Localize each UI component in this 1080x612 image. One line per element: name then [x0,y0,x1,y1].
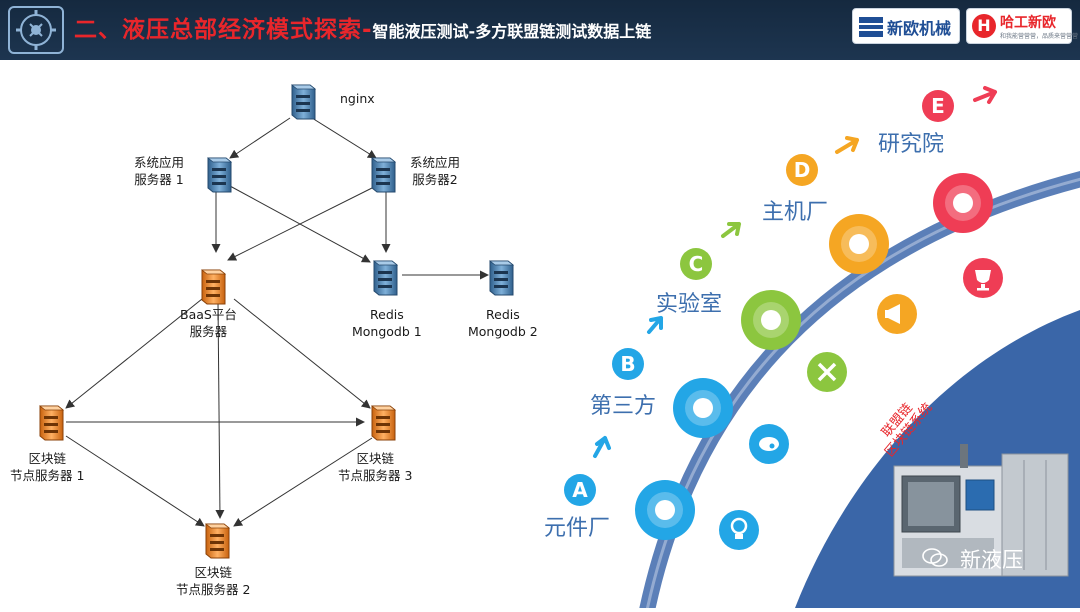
brand-xinou-logo: 新欧机械 [852,8,960,44]
stage-node-e [933,173,993,233]
page-title: 二、液压总部经济模式探索-智能液压测试-多方联盟链测试数据上链 [74,14,651,48]
diagram-svg [39,84,514,559]
stage-node-b [673,378,733,438]
stage-name-a: 元件厂 [544,516,611,541]
label-bc3-line1: 区块链 [356,451,394,466]
edge-baas-bc1 [65,298,203,409]
stage-letter-b: B [612,348,644,380]
title-sub: 智能液压测试-多方联盟链测试数据上链 [372,22,652,41]
edge-nginx-app2 [311,117,377,159]
brand2-tagline: 和我能营营营，品质来营营营 [1000,33,1079,40]
label-redis2-line1: Redis [486,307,520,322]
edge-bc1-bc2 [65,435,205,527]
brand2-text: 哈工新欧 [1000,15,1056,31]
stage-node-d [829,214,889,274]
roadmap-svg [593,86,1080,608]
alliance-label-box [850,323,960,441]
edge-bc3-bc2 [233,437,373,527]
label-app2: 系统应用 服务器2 [410,154,460,188]
edge-baas-bc2 [215,301,225,519]
label-bc2-line1: 区块链 [194,565,232,580]
network-diagram: nginx 系统应用 服务器 1 系统应用 服务器2 BaaS平台 服务器 Re… [0,74,545,608]
label-bc2-line2: 节点服务器 2 [176,582,251,597]
label-app2-line2: 服务器2 [412,172,458,187]
arrow-d-icon [835,136,859,154]
stage-node-c [741,290,801,350]
label-app1-line2: 服务器 1 [134,172,184,187]
hydraulic-logo-icon [8,6,64,54]
label-redis2: Redis Mongodb 2 [468,306,538,340]
server-baas-icon [201,269,226,305]
brand-hagong-logo: H 哈工新欧 和我能营营营，品质来营营营 [966,8,1078,44]
arrow-b-icon [647,316,663,334]
label-bc1-line1: 区块链 [28,451,66,466]
server-bc2-icon [205,523,230,559]
label-bc1-line2: 节点服务器 1 [10,468,85,483]
edge-baas-bc3 [233,298,371,409]
hagong-h-icon: H [972,14,996,38]
label-bc3-line2: 节点服务器 3 [338,468,413,483]
lightbulb-icon [719,510,759,550]
megaphone-icon [877,294,917,334]
brand1-text: 新欧机械 [887,19,952,38]
stage-name-b: 第三方 [590,394,657,419]
stage-name-c: 实验室 [656,292,723,317]
label-bc2: 区块链 节点服务器 2 [176,564,250,598]
arrow-c-icon [721,222,741,238]
arrow-a-icon [593,436,611,458]
stage-name-e: 研究院 [878,132,945,157]
label-baas-line2: 服务器 [189,324,228,339]
tools-icon [807,352,847,392]
header-bar: 二、液压总部经济模式探索-智能液压测试-多方联盟链测试数据上链 新欧机械 H 哈… [0,0,1080,60]
label-baas-line1: BaaS平台 [180,307,237,322]
label-bc3: 区块链 节点服务器 3 [338,450,412,484]
label-app1: 系统应用 服务器 1 [134,154,184,188]
server-nginx-icon [291,84,316,120]
server-redis1-icon [373,260,398,296]
edge-nginx-app1 [229,117,291,159]
server-app2-icon [371,157,396,193]
label-redis1-line2: Mongodb 1 [352,324,422,339]
label-app1-line1: 系统应用 [134,155,185,170]
palette-icon [749,424,789,464]
label-baas: BaaS平台 服务器 [180,306,237,340]
stage-letter-e: E [922,90,954,122]
label-redis2-line2: Mongodb 2 [468,324,538,339]
label-bc1: 区块链 节点服务器 1 [10,450,84,484]
diagram-edges [65,117,489,527]
edge-app2-baas [227,185,377,261]
stage-name-d: 主机厂 [762,200,829,225]
stage-node-a [635,480,695,540]
stage-letter-d: D [786,154,818,186]
xinou-mark-icon [859,17,883,37]
roadmap-panel [545,60,1080,608]
arrow-e-icon [973,86,997,104]
label-nginx: nginx [340,91,375,106]
server-app1-icon [207,157,232,193]
label-redis1: Redis Mongodb 1 [352,306,422,340]
trophy-icon [963,258,1003,298]
test-machine-image [890,440,1070,580]
watermark-text: 新液压 [960,548,1023,572]
server-redis2-icon [489,260,514,296]
server-bc1-icon [39,405,64,441]
stage-letter-c: C [680,248,712,280]
label-redis1-line1: Redis [370,307,404,322]
server-bc3-icon [371,405,396,441]
label-app2-line1: 系统应用 [410,155,461,170]
stage-letter-a: A [564,474,596,506]
title-main: 二、液压总部经济模式探索- [74,17,373,43]
wechat-icon [922,548,948,567]
